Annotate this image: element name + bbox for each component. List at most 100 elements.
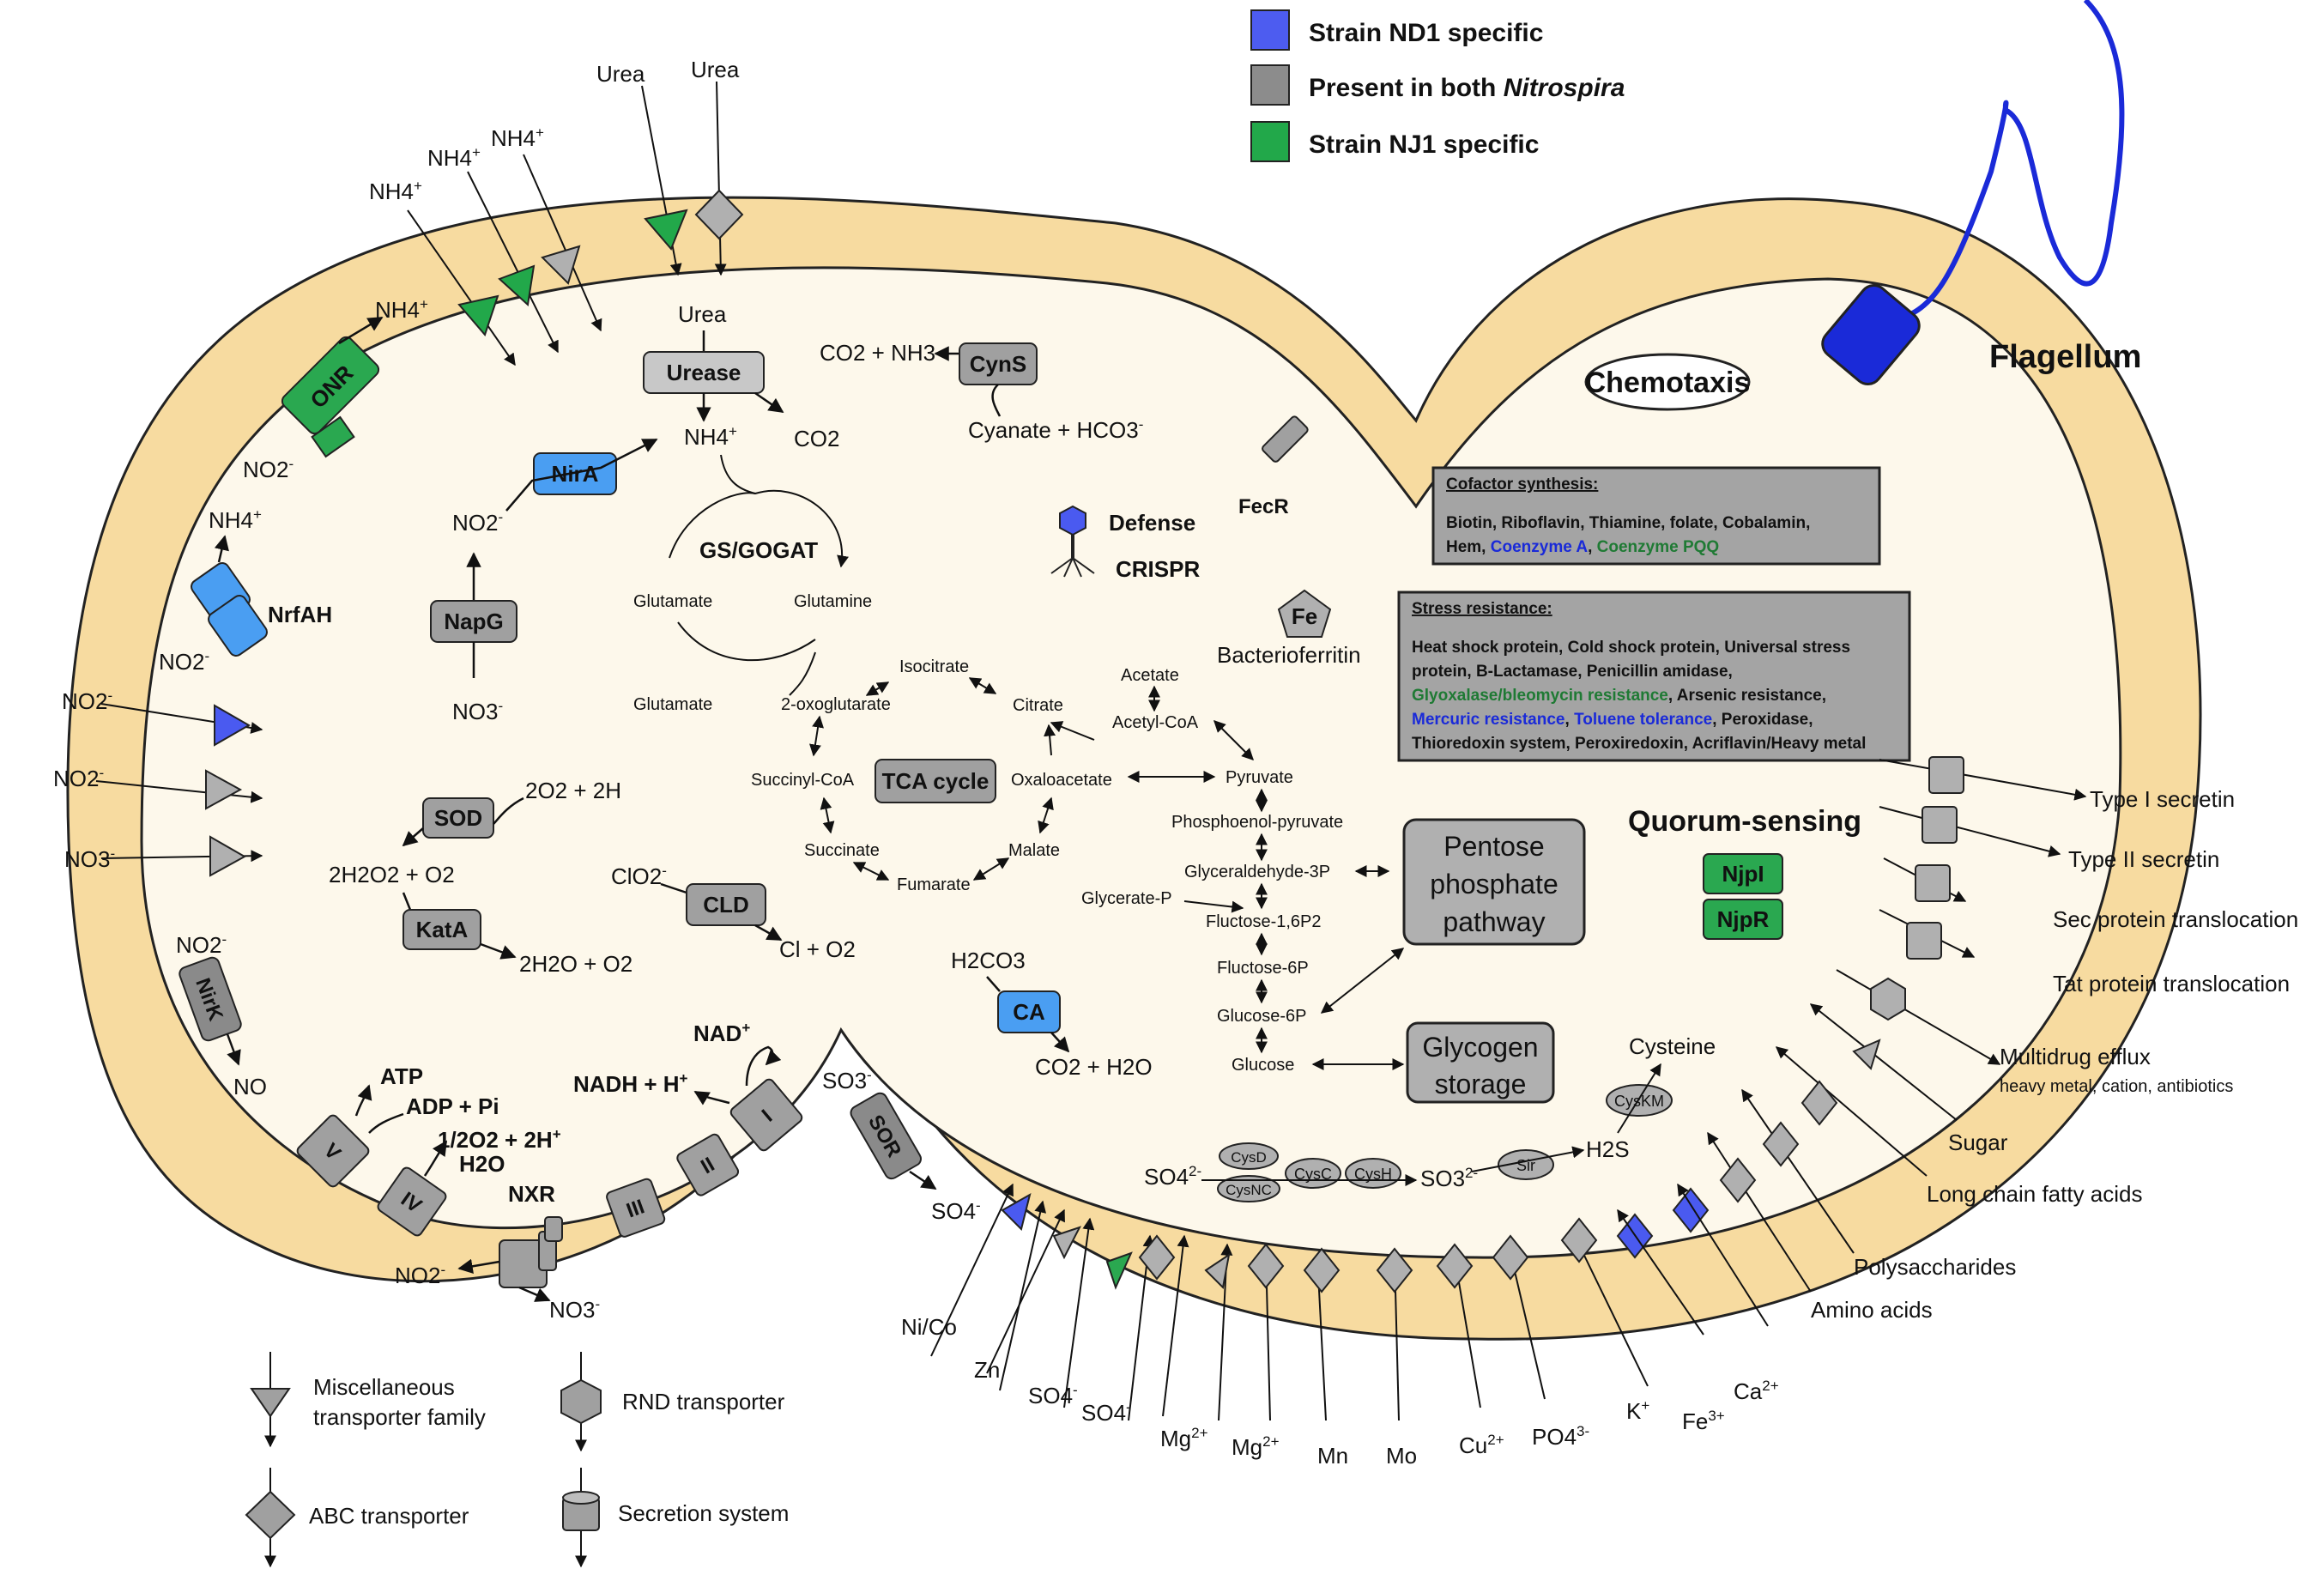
cld-reaction: ClO2- CLD Cl + O2 [611, 863, 856, 962]
legend-swatch-nj1 [1250, 121, 1290, 162]
svg-text:NirA: NirA [552, 461, 599, 487]
stress-resistance-box: Stress resistance: Heat shock protein, C… [1397, 591, 1911, 762]
gs-gogat-cycle: GS/GOGAT Glutamate Glutamine Glutamate 2… [633, 454, 891, 714]
nh4-label-a: NH4+ [369, 178, 422, 204]
svg-text:CO2: CO2 [794, 426, 839, 451]
svg-text:Fluctose-1,6P2: Fluctose-1,6P2 [1206, 912, 1322, 931]
svg-text:TCA cycle: TCA cycle [882, 768, 990, 794]
svg-text:Biotin, Riboflavin, Thiamine,: Biotin, Riboflavin, Thiamine, folate, Co… [1446, 514, 1810, 532]
flagellum-filament [1891, 0, 2125, 324]
cofactor-synthesis-box: Cofactor synthesis: Biotin, Riboflavin, … [1431, 466, 1881, 566]
svg-text:NH4+: NH4+ [209, 506, 262, 533]
svg-text:NO: NO [233, 1074, 267, 1099]
svg-text:1/2O2 + 2H+: 1/2O2 + 2H+ [438, 1126, 561, 1153]
svg-text:Mg2+: Mg2+ [1232, 1433, 1280, 1460]
urea-label-a: Urea [596, 61, 645, 87]
svg-text:FecR: FecR [1238, 495, 1289, 518]
nh4-label-b: NH4+ [427, 144, 481, 171]
svg-text:Succinyl-CoA: Succinyl-CoA [751, 771, 855, 790]
svg-text:GS/GOGAT: GS/GOGAT [699, 537, 818, 563]
svg-text:Glucose: Glucose [1232, 1056, 1294, 1075]
urease-reaction: Urea Urease NH4+ CO2 [643, 301, 839, 451]
nh4-transporter-nj1 [457, 294, 499, 336]
svg-text:ABC transporter: ABC transporter [309, 1503, 469, 1529]
svg-text:SO4-: SO4- [931, 1197, 981, 1224]
svg-text:Secretion system: Secretion system [618, 1500, 789, 1526]
svg-text:Fumarate: Fumarate [897, 875, 971, 894]
svg-text:storage: storage [1435, 1069, 1527, 1099]
flagellum-label: Flagellum [1989, 339, 2141, 375]
svg-text:Fe3+: Fe3+ [1682, 1408, 1725, 1434]
svg-text:2H2O + O2: 2H2O + O2 [519, 951, 632, 977]
svg-text:KatA: KatA [416, 917, 469, 942]
svg-text:NO2-: NO2- [159, 648, 209, 675]
svg-text:NAD+: NAD+ [693, 1020, 750, 1046]
svg-text:RND transporter: RND transporter [622, 1389, 785, 1414]
svg-text:Cu2+: Cu2+ [1459, 1432, 1504, 1458]
svg-text:2O2 + 2H: 2O2 + 2H [525, 778, 621, 803]
svg-text:NADH + H+: NADH + H+ [573, 1070, 688, 1097]
svg-text:Glyoxalase/bleomycin resistanc: Glyoxalase/bleomycin resistance, Arsenic… [1412, 687, 1826, 705]
svg-text:Ni/Co: Ni/Co [901, 1314, 957, 1340]
svg-text:Cyanate + HCO3-: Cyanate + HCO3- [968, 416, 1143, 443]
svg-text:Cofactor synthesis:: Cofactor synthesis: [1446, 475, 1598, 494]
svg-text:NjpI: NjpI [1722, 861, 1764, 887]
svg-text:Type I secretin: Type I secretin [2090, 786, 2235, 812]
svg-text:Bacterioferritin: Bacterioferritin [1217, 642, 1361, 668]
svg-text:H2CO3: H2CO3 [951, 948, 1026, 973]
svg-text:NO2-: NO2- [53, 765, 104, 791]
svg-text:NjpR: NjpR [1717, 906, 1770, 932]
svg-text:ATP: ATP [380, 1063, 423, 1089]
svg-text:NH4+: NH4+ [684, 423, 737, 450]
svg-text:Urease: Urease [667, 360, 741, 385]
svg-text:Citrate: Citrate [1013, 696, 1063, 715]
svg-text:Type II secretin: Type II secretin [2068, 846, 2219, 872]
svg-text:SOD: SOD [434, 805, 482, 831]
svg-text:CO2 + H2O: CO2 + H2O [1035, 1054, 1153, 1080]
svg-text:Thioredoxin system, Peroxiredo: Thioredoxin system, Peroxiredoxin, Acrif… [1412, 735, 1866, 753]
svg-text:H2S: H2S [1586, 1136, 1630, 1162]
svg-text:Glyceraldehyde-3P: Glyceraldehyde-3P [1184, 863, 1330, 881]
svg-text:CysC: CysC [1294, 1166, 1332, 1183]
fecr: FecR [1238, 415, 1309, 518]
svg-text:pathway: pathway [1443, 906, 1545, 937]
pentose-phosphate-pathway: Pentose phosphate pathway [1402, 818, 1586, 946]
svg-text:CysKM: CysKM [1614, 1093, 1664, 1110]
svg-text:Mn: Mn [1317, 1443, 1348, 1469]
svg-text:CRISPR: CRISPR [1116, 556, 1200, 582]
svg-text:NO3-: NO3- [64, 845, 115, 872]
urea-transporter-nj1 [644, 209, 688, 251]
svg-text:Mercuric resistance, Toluene t: Mercuric resistance, Toluene tolerance, … [1412, 711, 1813, 729]
nrfah-enzyme: NH4+ NrfAH NO2- [159, 506, 332, 675]
svg-text:NO2-: NO2- [395, 1262, 445, 1288]
svg-text:protein, B-Lactamase,: protein, B-Lactamase, Penicillin amidase… [1412, 663, 1733, 681]
cyns-reaction: CO2 + NH3 CynS Cyanate + HCO3- [820, 340, 1143, 443]
svg-text:Polysaccharides: Polysaccharides [1854, 1254, 2016, 1280]
svg-text:Pyruvate: Pyruvate [1226, 768, 1293, 787]
svg-text:Glycerate-P: Glycerate-P [1081, 889, 1172, 908]
svg-text:Phosphoenol-pyruvate: Phosphoenol-pyruvate [1171, 813, 1343, 832]
svg-text:SO42-: SO42- [1144, 1163, 1201, 1190]
svg-text:PO43-: PO43- [1532, 1423, 1589, 1450]
svg-text:Multidrug efflux: Multidrug efflux [2000, 1044, 2151, 1069]
legend-swatch-both [1250, 64, 1290, 106]
svg-text:CO2 + NH3: CO2 + NH3 [820, 340, 935, 366]
svg-text:NO2-: NO2- [176, 931, 227, 958]
sulfur-assimilation: Cysteine CysKM H2S Sir SO32- CysH CysC C… [1144, 1033, 1716, 1202]
urea-label-b: Urea [691, 57, 740, 82]
svg-text:Mg2+: Mg2+ [1160, 1425, 1208, 1451]
svg-text:transporter family: transporter family [313, 1404, 486, 1430]
legend-swatch-nd1 [1250, 9, 1290, 51]
svg-text:Sugar: Sugar [1948, 1130, 2008, 1155]
legend-both: Present in both Nitrospira [1309, 74, 1625, 102]
svg-text:CysH: CysH [1354, 1166, 1392, 1183]
ca-reaction: H2CO3 CA CO2 + H2O [951, 948, 1153, 1080]
quorum-sensing: Quorum-sensing NjpI NjpR [1628, 805, 1861, 940]
svg-text:Acetate: Acetate [1121, 666, 1179, 685]
svg-text:SO4-: SO4- [1028, 1382, 1078, 1408]
svg-text:ADP + Pi: ADP + Pi [406, 1093, 499, 1119]
svg-text:Urea: Urea [678, 301, 727, 327]
svg-text:CysNC: CysNC [1226, 1182, 1272, 1198]
ammonium-urea-transport: NH4+ NH4+ NH4+ Urea Urea [369, 57, 744, 366]
nh4-transporter-both [541, 245, 581, 285]
